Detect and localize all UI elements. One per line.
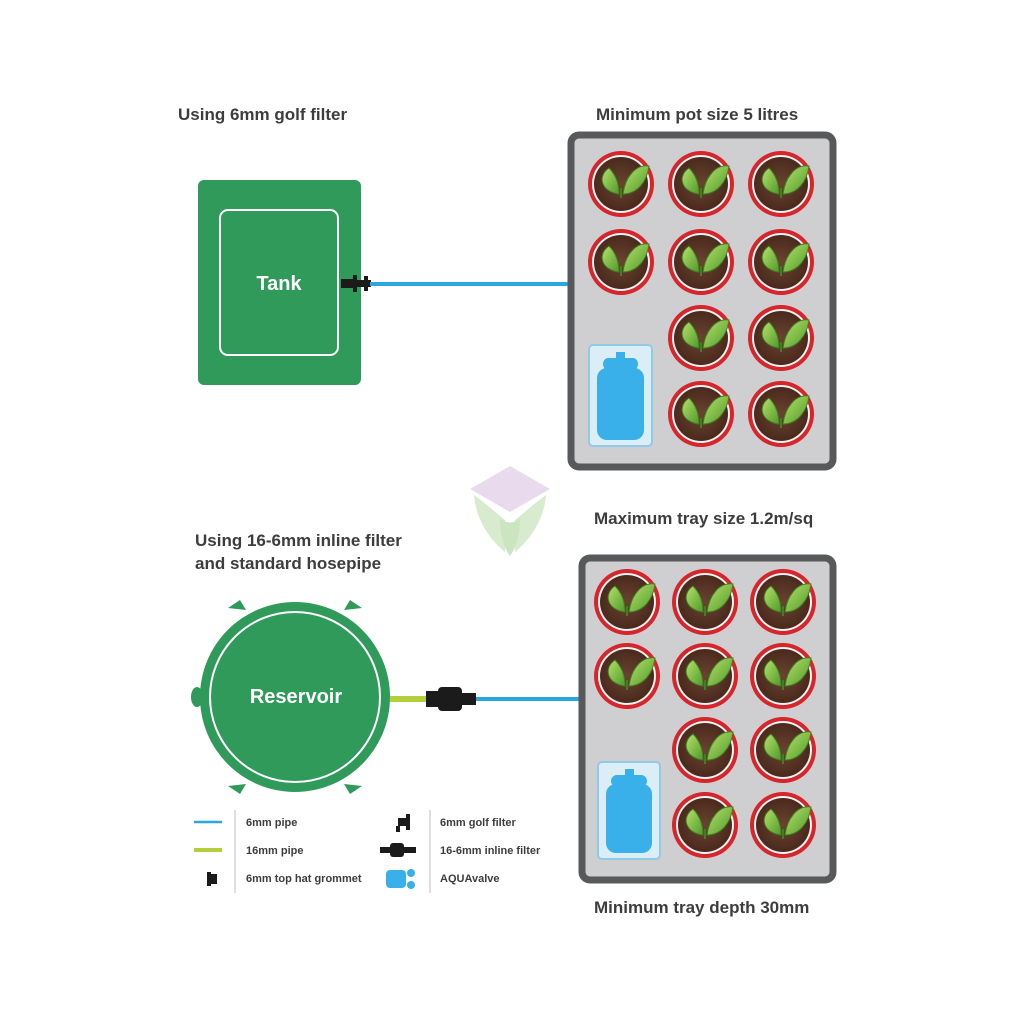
pot [747, 228, 815, 296]
inline-filter [426, 687, 476, 711]
reservoir-container: Reservoir [191, 600, 390, 794]
tank-container: Tank [198, 180, 361, 385]
top-heading: Using 6mm golf filter [178, 105, 347, 124]
pot [671, 716, 739, 784]
legend-label: 6mm top hat grommet [246, 873, 362, 885]
pot [667, 380, 735, 448]
legend: 6mm pipe 16mm pipe 6mm top hat grommet 6… [194, 810, 541, 893]
pot [593, 568, 661, 636]
pot [587, 150, 655, 218]
bottom-heading-line1: Using 16-6mm inline filter [195, 531, 402, 550]
pot [747, 304, 815, 372]
legend-label: 16mm pipe [246, 845, 303, 857]
top-tray-heading: Minimum pot size 5 litres [596, 105, 798, 124]
legend-label: 6mm golf filter [440, 817, 517, 829]
legend-label: AQUAvalve [440, 873, 500, 885]
golf-filter [341, 275, 371, 292]
bottom-tray-footer: Minimum tray depth 30mm [594, 898, 809, 917]
pot [749, 568, 817, 636]
pot [747, 380, 815, 448]
bottom-tray-heading: Maximum tray size 1.2m/sq [594, 509, 813, 528]
pot [593, 642, 661, 710]
pot [749, 791, 817, 859]
pot [667, 228, 735, 296]
tank-label: Tank [256, 273, 302, 295]
legend-label: 6mm pipe [246, 817, 297, 829]
bottom-aquavalve [597, 761, 661, 860]
pot [671, 568, 739, 636]
pot [667, 304, 735, 372]
top-aquavalve [588, 344, 653, 447]
pot [671, 642, 739, 710]
pot [587, 228, 655, 296]
legend-label: 16-6mm inline filter [440, 845, 541, 857]
golf-filter-icon [396, 814, 410, 832]
pot [749, 642, 817, 710]
reservoir-label: Reservoir [250, 686, 342, 708]
inline-filter-icon [380, 843, 416, 857]
pot [749, 716, 817, 784]
pot [667, 150, 735, 218]
bottom-heading-line2: and standard hosepipe [195, 554, 381, 573]
grommet-icon [207, 872, 217, 886]
pot [747, 150, 815, 218]
pot [671, 791, 739, 859]
watermark-logo [470, 466, 550, 556]
aquavalve-icon [386, 869, 415, 889]
